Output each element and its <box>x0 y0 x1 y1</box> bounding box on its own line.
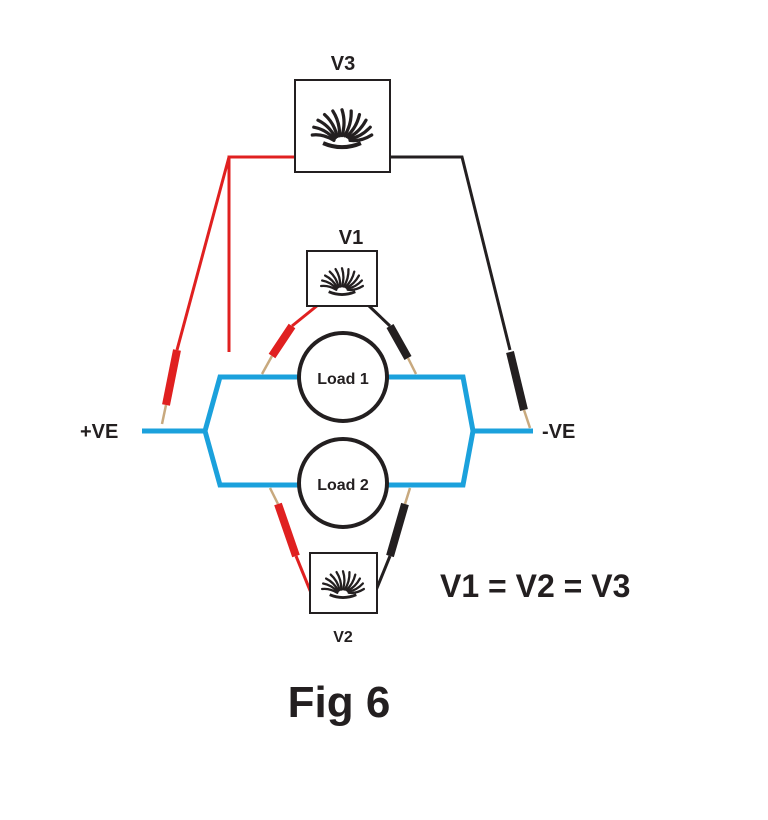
v1-leads <box>260 303 418 375</box>
dial-scale-mark <box>346 279 364 290</box>
v2-red-probe-tip <box>268 487 280 505</box>
voltage-equation: V1 = V2 = V3 <box>440 568 630 604</box>
dial-base-mark <box>322 141 362 150</box>
v3-black-probe <box>506 351 528 411</box>
positive-terminal-label: +VE <box>80 421 118 443</box>
dial-scale-mark <box>348 133 374 143</box>
v1-black-lead <box>366 303 392 328</box>
voltmeter-v1: V1 <box>306 227 378 307</box>
dial-scale-mark <box>344 270 356 289</box>
voltmeter-v2: V2 <box>309 552 378 646</box>
v3-dial-icon <box>310 108 374 150</box>
dial-scale-mark <box>340 267 345 288</box>
load-2-label: Load 2 <box>317 477 369 494</box>
load-1-circle <box>297 331 389 423</box>
dial-scale-mark <box>346 577 362 592</box>
dial-scale-mark <box>345 274 361 289</box>
v2-black-probe <box>386 502 409 558</box>
dial-base-mark <box>328 290 356 296</box>
load-1: Load 1 <box>297 331 389 423</box>
v2-black-probe-tip <box>403 487 412 505</box>
dial-scale-mark <box>340 108 346 138</box>
dial-scale-mark <box>345 112 362 139</box>
voltmeter-v3: V3 <box>294 53 391 173</box>
dial-scale-mark <box>346 284 365 292</box>
dial-scale-mark <box>331 109 342 138</box>
v2-red-probe <box>274 502 300 558</box>
dial-scale-mark <box>342 109 353 138</box>
dial-scale-mark <box>324 577 340 592</box>
v1-red-probe <box>268 323 296 359</box>
v1-black-probe-tip <box>406 357 418 375</box>
load-2: Load 2 <box>297 437 389 529</box>
v2-label: V2 <box>333 629 353 646</box>
dial-scale-mark <box>348 125 372 141</box>
v3-red-lead-join <box>175 156 231 351</box>
dial-scale-mark <box>335 570 343 591</box>
v1-meter-box <box>306 250 378 307</box>
dial-scale-mark <box>347 582 365 593</box>
dial-scale-mark <box>343 570 351 591</box>
dial-scale-mark <box>341 570 346 591</box>
dial-base-mark <box>329 593 357 599</box>
dial-scale-mark <box>323 274 339 289</box>
dial-scale-mark <box>345 573 357 592</box>
dial-scale-mark <box>342 267 350 288</box>
dial-scale-mark <box>322 112 339 139</box>
dial-scale-mark <box>310 133 336 143</box>
v3-black-lead <box>378 155 512 351</box>
dial-scale-mark <box>320 279 338 290</box>
dial-scale-mark <box>320 587 339 594</box>
dial-scale-mark <box>312 125 336 141</box>
v1-dial-icon <box>319 267 365 296</box>
v2-dial-icon <box>320 570 366 599</box>
load-1-label: Load 1 <box>317 371 369 388</box>
dial-scale-mark <box>316 118 338 140</box>
negative-terminal-label: -VE <box>542 421 575 443</box>
v1-red-lead <box>291 303 319 328</box>
v1-label: V1 <box>339 227 363 249</box>
dial-scale-mark <box>328 270 340 289</box>
dial-scale-mark <box>346 118 368 140</box>
dial-scale-mark <box>334 267 342 288</box>
load-2-circle <box>297 437 389 529</box>
dial-scale-mark <box>319 284 338 291</box>
dial-scale-mark <box>329 573 341 592</box>
figure-caption: Fig 6 <box>288 678 391 727</box>
v3-leads <box>160 155 532 429</box>
v1-black-probe <box>386 324 412 360</box>
v3-label: V3 <box>331 53 355 75</box>
dial-scale-mark <box>347 587 366 595</box>
v3-red-probe-tip <box>160 404 168 425</box>
dial-scale-mark <box>321 582 339 593</box>
v3-black-probe-tip <box>522 409 532 429</box>
v1-red-probe-tip <box>260 355 274 375</box>
v3-red-probe <box>162 349 181 406</box>
